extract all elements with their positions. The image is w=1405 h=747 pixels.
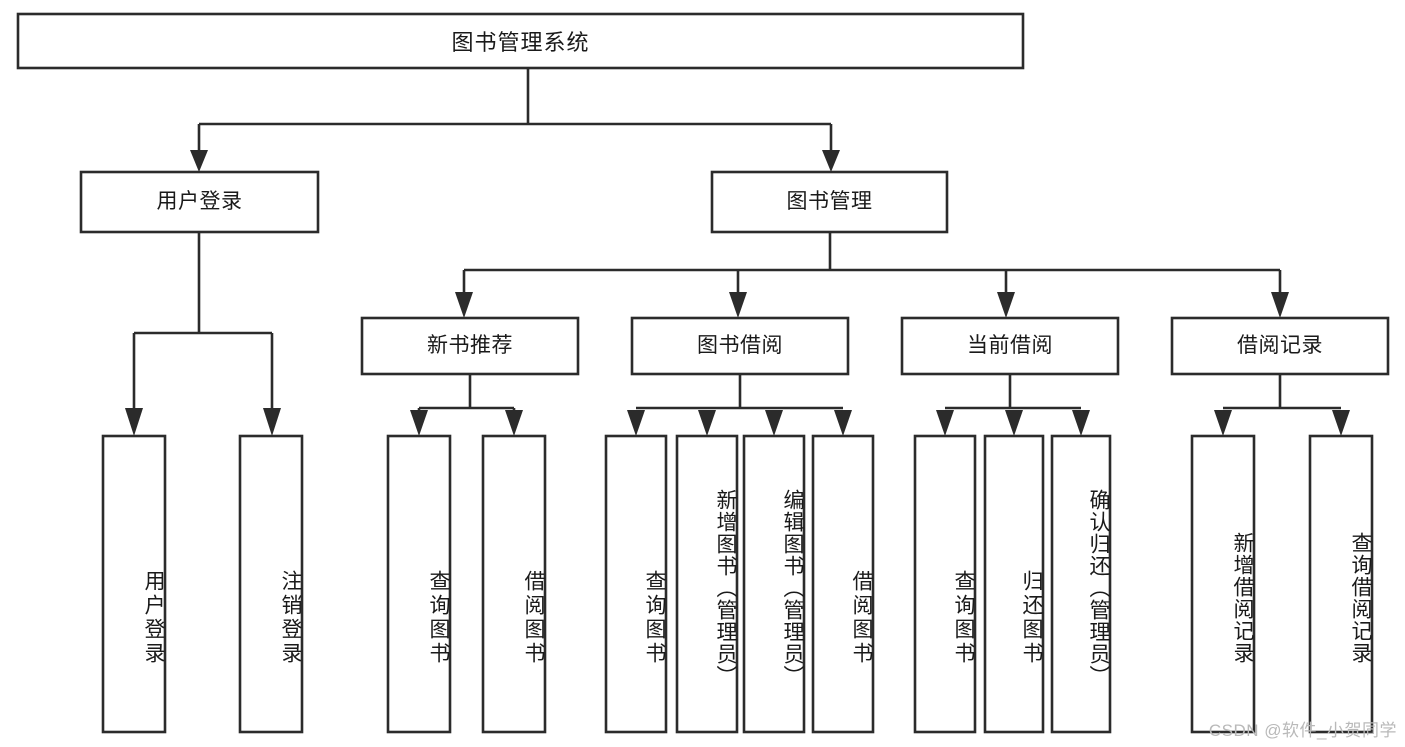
leaf-box-book-borrow-2[interactable] (742, 434, 806, 734)
node-box-borrow-record[interactable] (1170, 316, 1390, 376)
arrow-to-borrow-record (1271, 292, 1289, 318)
arrow-new-book-leaf-1 (505, 410, 523, 436)
node-box-new-book-recommend[interactable] (360, 316, 580, 376)
arrow-book-borrow-leaf-1 (698, 410, 716, 436)
arrow-user-login-leaf-1 (263, 408, 281, 436)
leaf-box-current-borrow-0[interactable] (913, 434, 977, 734)
node-box-current-borrow[interactable] (900, 316, 1120, 376)
leaf-box-current-borrow-1[interactable] (983, 434, 1045, 734)
node-box-book-borrow[interactable] (630, 316, 850, 376)
csdn-watermark: CSDN @软件_小贺同学 (1208, 721, 1397, 740)
arrow-current-borrow-leaf-2 (1072, 410, 1090, 436)
leaf-box-current-borrow-2[interactable] (1050, 434, 1112, 734)
leaf-box-book-borrow-1[interactable] (675, 434, 739, 734)
arrow-to-current-borrow (997, 292, 1015, 318)
leaf-box-borrow-record-1[interactable] (1308, 434, 1374, 734)
arrow-current-borrow-leaf-0 (936, 410, 954, 436)
leaf-box-user-login-0[interactable] (101, 434, 167, 734)
leaf-box-new-book-0[interactable] (386, 434, 452, 734)
arrow-book-borrow-leaf-2 (765, 410, 783, 436)
leaf-box-user-login-1[interactable] (238, 434, 304, 734)
arrow-book-borrow-leaf-0 (627, 410, 645, 436)
arrow-current-borrow-leaf-1 (1005, 410, 1023, 436)
arrow-borrow-record-leaf-1 (1332, 410, 1350, 436)
arrow-to-book-management (822, 150, 840, 172)
arrow-new-book-leaf-0 (410, 410, 428, 436)
arrow-to-user-login (190, 150, 208, 172)
leaf-box-book-borrow-0[interactable] (604, 434, 668, 734)
arrow-book-borrow-leaf-3 (834, 410, 852, 436)
leaf-box-new-book-1[interactable] (481, 434, 547, 734)
node-box-root[interactable] (16, 12, 1025, 70)
node-box-user-login[interactable] (79, 170, 320, 234)
arrow-user-login-leaf-0 (125, 408, 143, 436)
arrow-to-new-book-recommend (455, 292, 473, 318)
leaf-box-book-borrow-3[interactable] (811, 434, 875, 734)
leaf-box-borrow-record-0[interactable] (1190, 434, 1256, 734)
arrow-borrow-record-leaf-0 (1214, 410, 1232, 436)
arrow-to-book-borrow (729, 292, 747, 318)
node-box-book-management[interactable] (710, 170, 949, 234)
